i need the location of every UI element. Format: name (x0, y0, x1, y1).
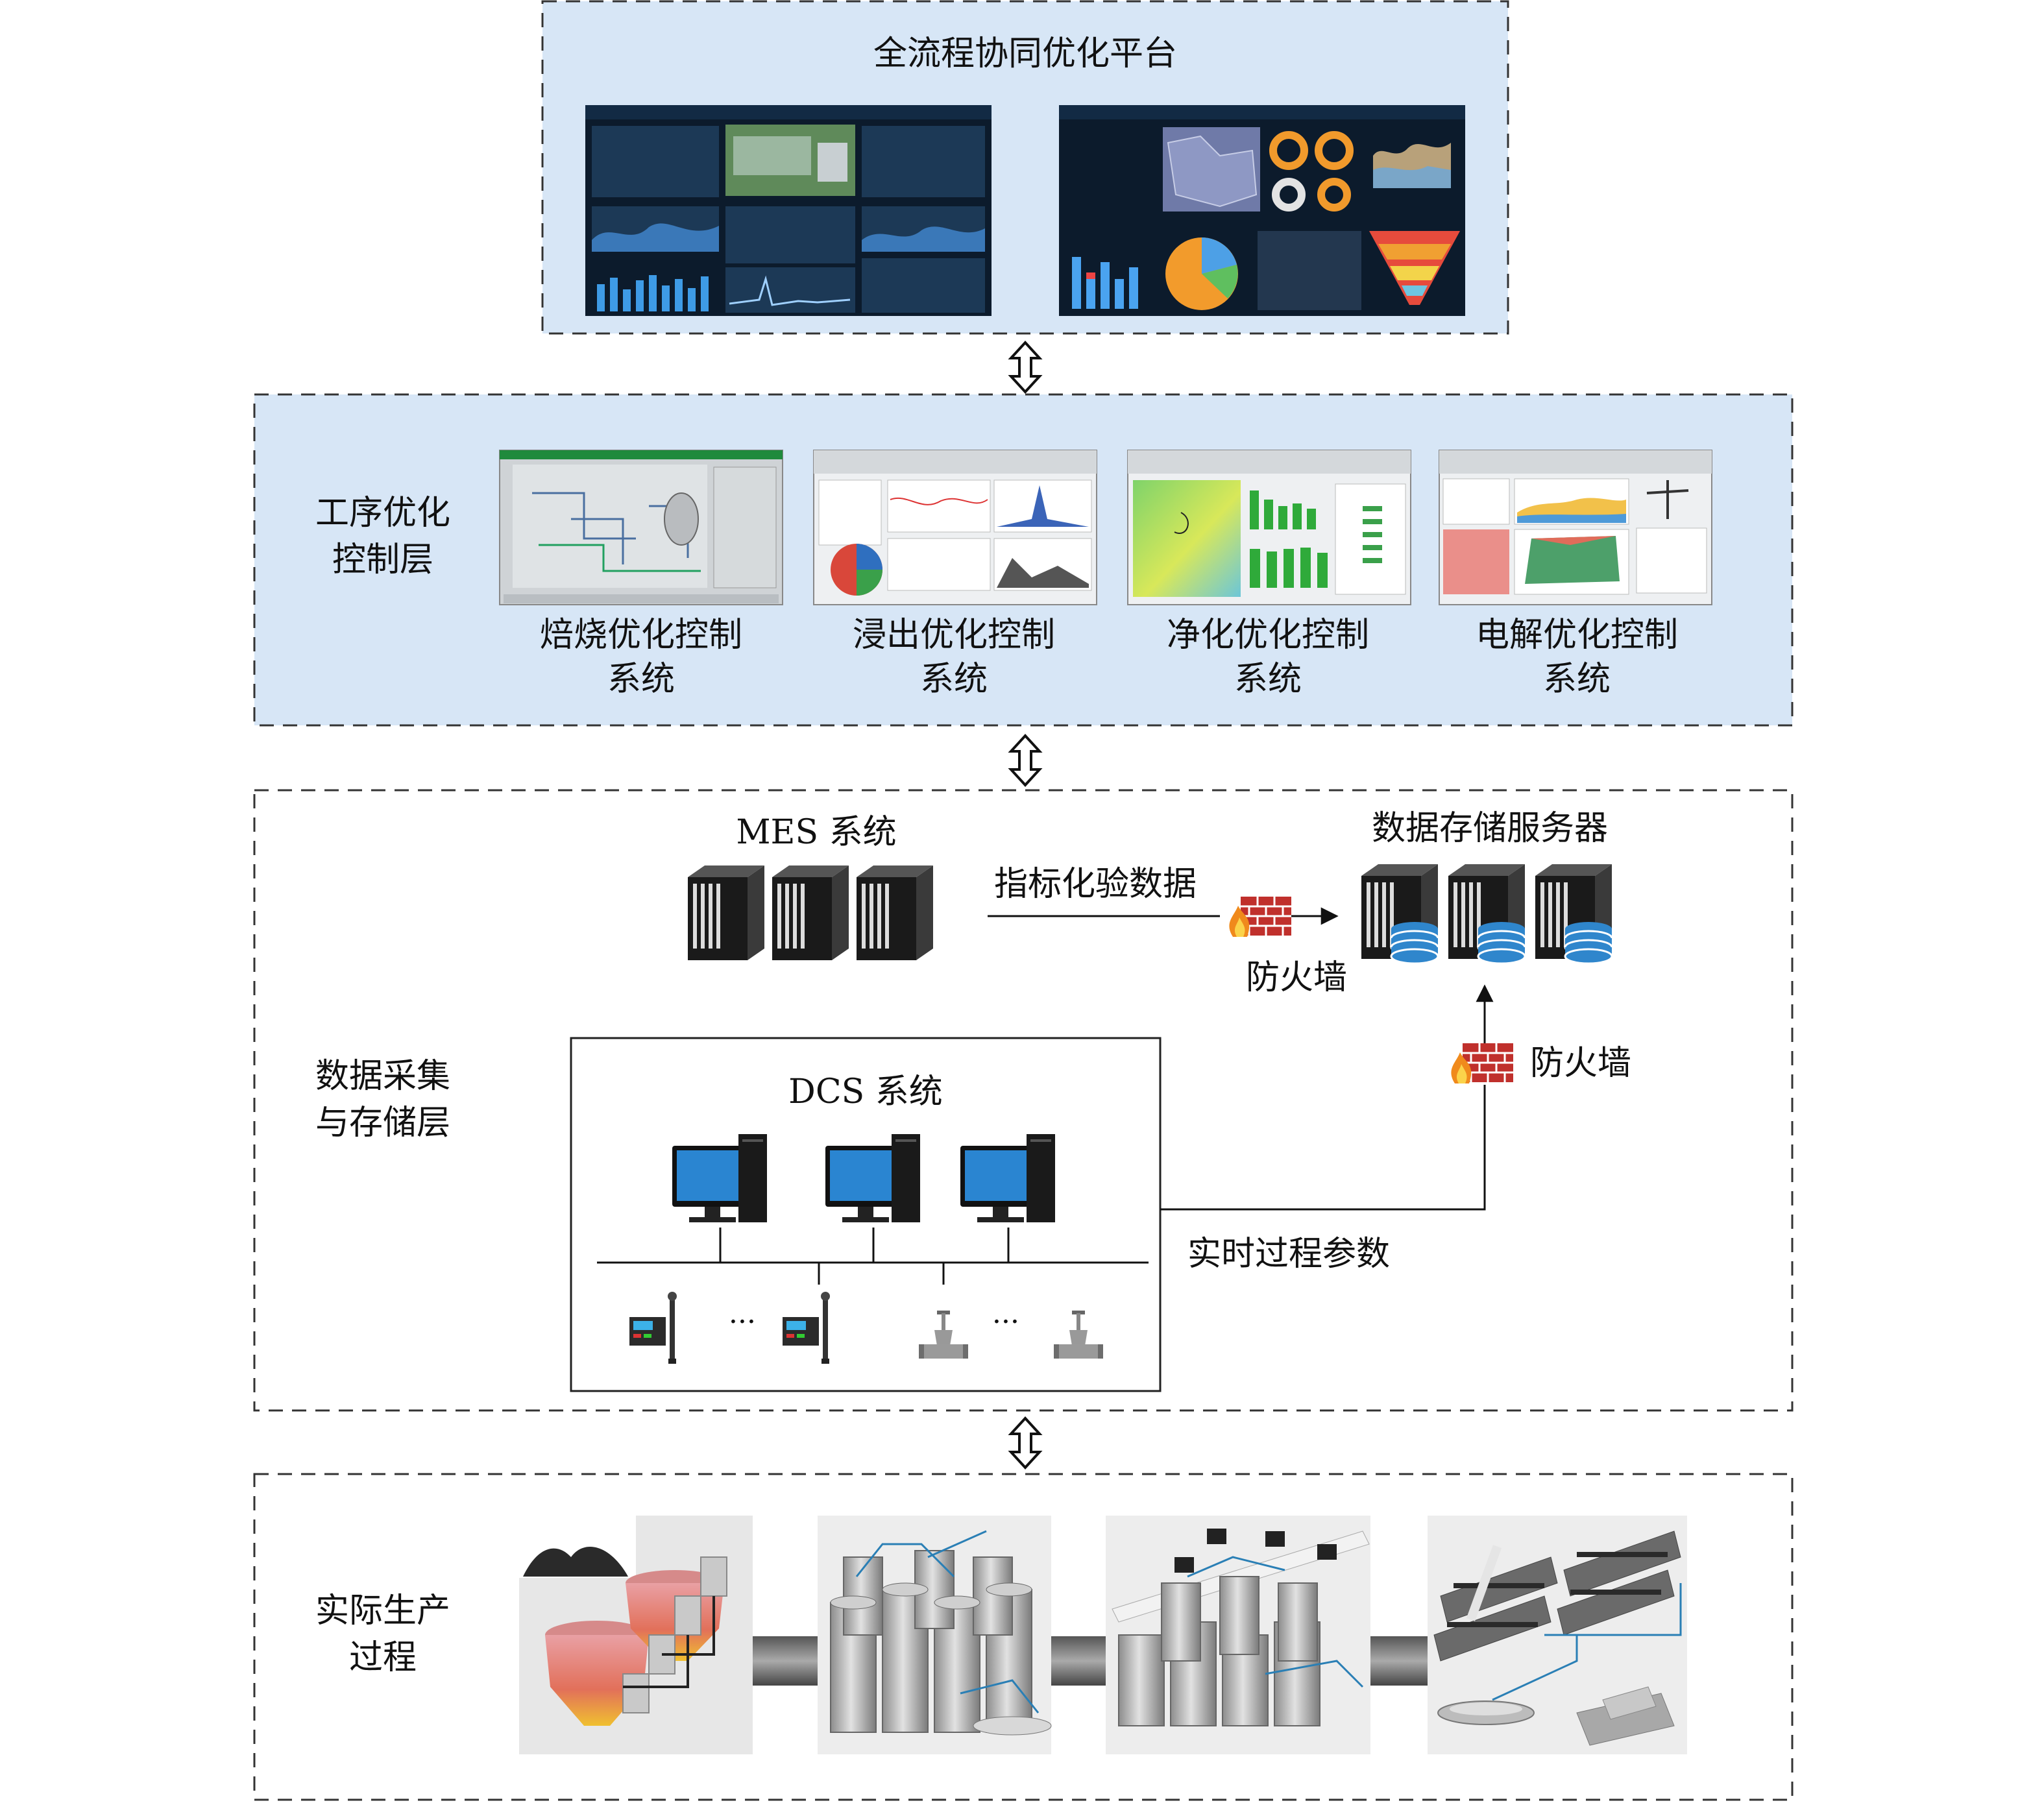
svg-text:净化优化控制: 净化优化控制 (1167, 616, 1369, 655)
svg-text:系统: 系统 (1234, 660, 1302, 699)
ellipsis-sensors: ··· (729, 1305, 756, 1338)
system-label-purification: 净化优化控制 系统 (1167, 616, 1369, 699)
arrow-platform-process (1010, 341, 1041, 393)
storage-servers (1361, 864, 1613, 965)
production-layer-label-line2: 过程 (349, 1638, 417, 1677)
system-label-leaching: 浸出优化控制 系统 (853, 616, 1055, 699)
process-layer-label-line2: 控制层 (332, 540, 433, 579)
mes-title: MES 系统 (736, 813, 896, 852)
ellipsis-valves: ··· (992, 1305, 1019, 1338)
dcs-bus (597, 1228, 1149, 1285)
system-label-electrolysis: 电解优化控制 系统 (1476, 616, 1678, 699)
assay-data-label: 指标化验数据 (994, 865, 1197, 904)
leaching-tanks-illustration (818, 1516, 1052, 1754)
data-layer-label-line1: 数据采集 (315, 1057, 450, 1096)
svg-text:电解优化控制: 电解优化控制 (1476, 616, 1678, 655)
roasting-furnace-illustration (519, 1516, 753, 1754)
system-label-roasting: 焙烧优化控制 系统 (540, 616, 742, 699)
purification-tanks-illustration (1106, 1516, 1370, 1754)
svg-text:系统: 系统 (920, 660, 988, 699)
data-storage-layer: 数据采集 与存储层 MES 系统 指标化验数据 防火墙 数据存储服务器 (253, 789, 1794, 1412)
electrolysis-control-screen (1439, 450, 1712, 605)
svg-text:系统: 系统 (1543, 660, 1611, 699)
platform-title: 全流程协同优化平台 (873, 34, 1177, 73)
leaching-control-screen (813, 450, 1097, 605)
storage-title: 数据存储服务器 (1372, 809, 1608, 848)
svg-text:浸出优化控制: 浸出优化控制 (853, 616, 1055, 655)
platform-dashboard-right (1059, 105, 1465, 316)
mes-servers (688, 865, 933, 960)
firewall-icon (1220, 895, 1293, 938)
firewall-icon (1448, 1042, 1515, 1085)
electrolysis-cells-illustration (1428, 1516, 1687, 1754)
process-optimization-layer: 工序优化 控制层 (253, 393, 1794, 727)
data-layer-label-line2: 与存储层 (315, 1104, 450, 1143)
production-layer-label-line1: 实际生产 (315, 1591, 450, 1630)
roasting-control-screen (499, 450, 783, 605)
realtime-params-label: 实时过程参数 (1187, 1235, 1390, 1274)
arrow-data-production (1010, 1417, 1041, 1469)
firewall-label-1: 防火墙 (1246, 958, 1347, 997)
platform-layer: 全流程协同优化平台 (541, 0, 1509, 335)
arrow-process-data (1010, 734, 1041, 786)
purification-control-screen (1127, 450, 1411, 605)
process-layer-label-line1: 工序优化 (315, 494, 450, 533)
dcs-title: DCS 系统 (788, 1072, 943, 1111)
platform-dashboard-left (585, 105, 992, 316)
svg-text:焙烧优化控制: 焙烧优化控制 (540, 616, 742, 655)
firewall-label-2: 防火墙 (1530, 1044, 1631, 1083)
production-layer: 实际生产 过程 (253, 1473, 1794, 1801)
svg-text:系统: 系统 (607, 660, 675, 699)
